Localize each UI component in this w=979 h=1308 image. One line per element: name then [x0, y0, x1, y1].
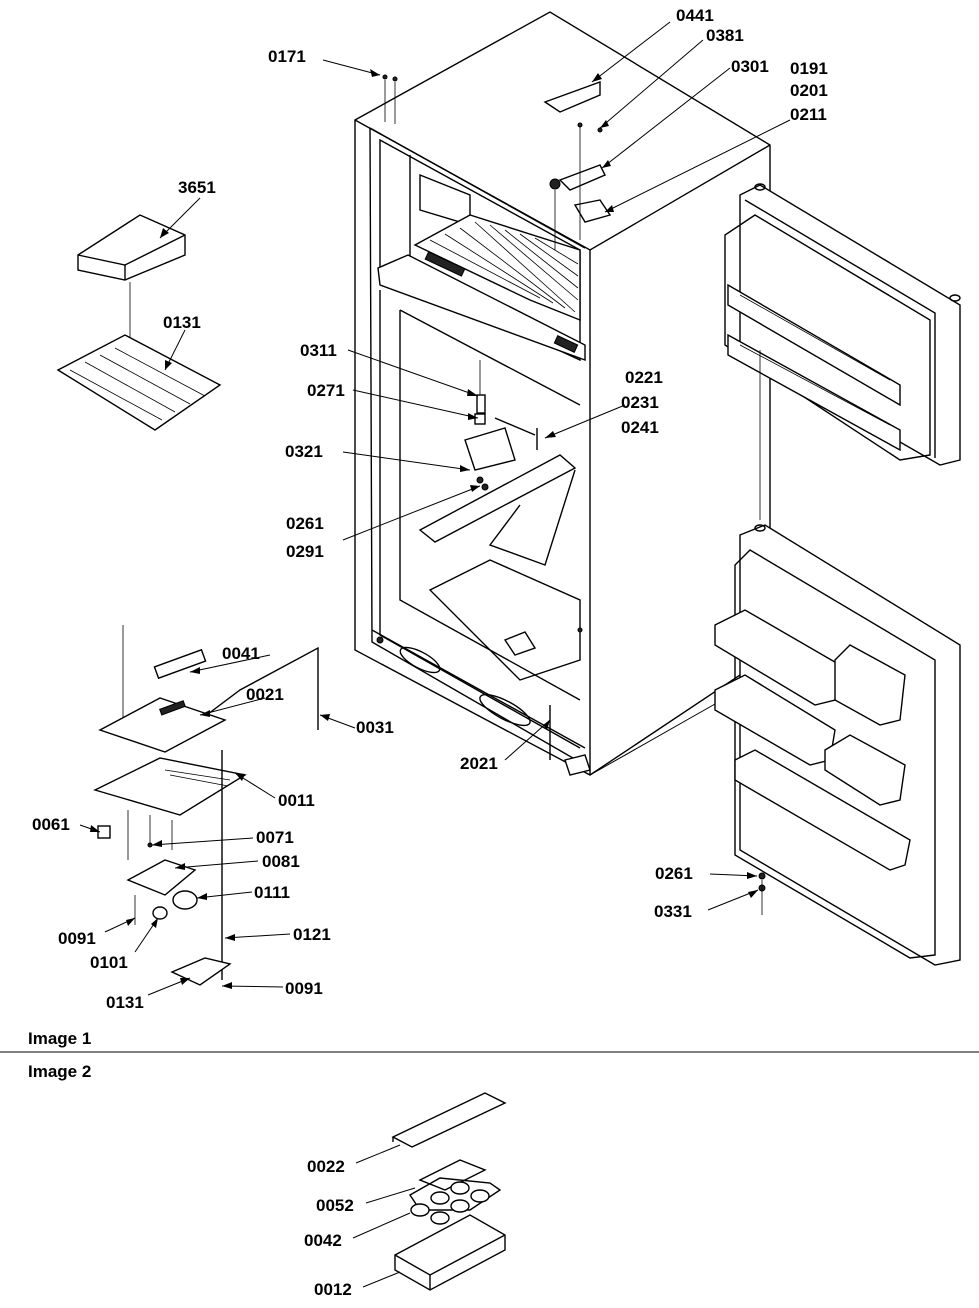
callout-labels: 0171 0441 0381 0301 0191 0201 0211 3651 … [32, 6, 828, 1299]
shelf-0131 [56, 334, 222, 431]
callout-0012: 0012 [314, 1280, 352, 1299]
callout-0261-cabinet: 0261 [286, 514, 324, 533]
callout-0081: 0081 [262, 852, 300, 871]
freezer-shelf [413, 214, 581, 322]
section-title-image-1: Image 1 [28, 1029, 91, 1048]
egg-tray-assembly [391, 1092, 507, 1291]
freezer-door [724, 183, 961, 520]
callout-0091-right: 0091 [285, 979, 323, 998]
callout-0111: 0111 [254, 883, 290, 902]
callout-0291: 0291 [286, 542, 324, 561]
callout-0441: 0441 [676, 6, 714, 25]
callout-0261-door: 0261 [655, 864, 693, 883]
callout-0031: 0031 [356, 718, 394, 737]
leader-arrowheads [90, 69, 758, 989]
callout-0331: 0331 [654, 902, 692, 921]
callout-0011: 0011 [278, 791, 315, 810]
callout-0191: 0191 [790, 59, 828, 78]
callout-0061: 0061 [32, 815, 70, 834]
callout-2021: 2021 [460, 754, 498, 773]
callout-0201: 0201 [790, 81, 828, 100]
callout-0021: 0021 [246, 685, 284, 704]
fresh-food-door [714, 524, 961, 966]
callout-0231: 0231 [621, 393, 659, 412]
callout-0381: 0381 [706, 26, 744, 45]
callout-0241: 0241 [621, 418, 659, 437]
callout-0131-light: 0131 [106, 993, 144, 1012]
callout-0071: 0071 [256, 828, 294, 847]
callout-0101: 0101 [90, 953, 128, 972]
callout-0022: 0022 [307, 1157, 345, 1176]
callout-0271: 0271 [307, 381, 345, 400]
refrigerator-cabinet [354, 11, 771, 776]
callout-0041: 0041 [222, 644, 260, 663]
callout-0121: 0121 [293, 925, 331, 944]
light-assembly [93, 625, 319, 986]
callout-3651: 3651 [178, 178, 216, 197]
section-title-image-2: Image 2 [28, 1062, 91, 1081]
callout-0311: 0311 [300, 341, 337, 360]
callout-0321: 0321 [285, 442, 323, 461]
callout-0171: 0171 [268, 47, 306, 66]
callout-0211: 0211 [790, 105, 827, 124]
callout-0131-shelf: 0131 [163, 313, 201, 332]
callout-0221: 0221 [625, 368, 663, 387]
ice-bin-3651 [77, 214, 186, 345]
callout-0052: 0052 [316, 1196, 354, 1215]
callout-0301: 0301 [731, 57, 769, 76]
callout-0091-left: 0091 [58, 929, 96, 948]
callout-0042: 0042 [304, 1231, 342, 1250]
